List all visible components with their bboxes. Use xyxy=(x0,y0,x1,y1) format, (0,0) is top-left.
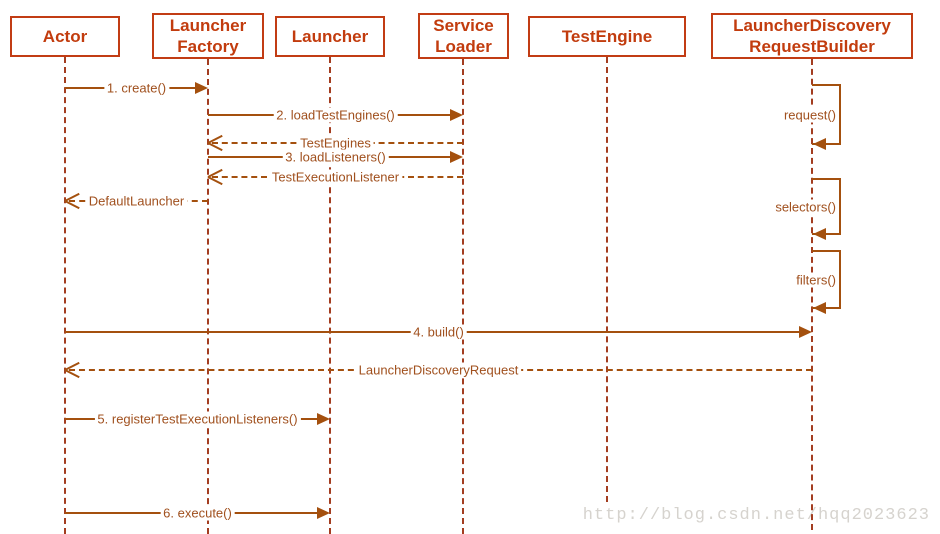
participant-label: Loader xyxy=(435,37,492,56)
self-call-label-filters: filters() xyxy=(794,272,838,287)
reply-testexecutionlistener-arrowhead xyxy=(207,168,224,186)
participant-label: Factory xyxy=(177,37,239,56)
self-call-bracket-filters xyxy=(812,250,841,309)
self-call-arrowhead-filters xyxy=(813,302,826,314)
lifeline-actor xyxy=(64,57,66,534)
lifeline-test-engine xyxy=(606,57,608,502)
reply-testengines-arrowhead xyxy=(207,134,224,152)
participant-label: Launcher xyxy=(291,27,369,46)
message-2-loadtestengines-label: 2. loadTestEngines() xyxy=(273,107,398,123)
self-call-label-request: request() xyxy=(781,107,838,122)
participant-box-actor: Actor xyxy=(10,16,120,57)
message-6-execute-arrowhead xyxy=(317,507,330,519)
reply-testengines-label: TestEngines xyxy=(297,135,374,151)
participant-label: LauncherDiscovery xyxy=(733,16,891,35)
message-2-loadtestengines-arrowhead xyxy=(450,109,463,121)
self-call-bracket-request xyxy=(812,84,841,145)
participant-label: Service xyxy=(433,16,494,35)
participant-label: TestEngine xyxy=(561,27,653,46)
message-3-loadlisteners-arrowhead xyxy=(450,151,463,163)
message-1-create-arrowhead xyxy=(195,82,208,94)
message-4-build-arrowhead xyxy=(799,326,812,338)
message-6-execute-label: 6. execute() xyxy=(160,505,235,521)
message-5-registertestexecutionlisteners-label: 5. registerTestExecutionListeners() xyxy=(94,411,301,427)
reply-testexecutionlistener-label: TestExecutionListener xyxy=(268,169,403,185)
message-5-registertestexecutionlisteners-arrowhead xyxy=(317,413,330,425)
lifeline-launcher-discovery-request-builder xyxy=(811,59,813,530)
watermark-text: http://blog.csdn.net/hqq2023623 xyxy=(582,506,930,525)
message-3-loadlisteners-label: 3. loadListeners() xyxy=(282,149,389,165)
reply-launcherdiscoveryrequest-arrowhead xyxy=(64,361,81,379)
message-1-create-label: 1. create() xyxy=(103,80,170,96)
self-call-arrowhead-selectors xyxy=(813,228,826,240)
participant-box-test-engine: TestEngine xyxy=(528,16,686,57)
reply-launcherdiscoveryrequest-label: LauncherDiscoveryRequest xyxy=(355,362,522,378)
lifeline-service-loader xyxy=(462,59,464,534)
self-call-bracket-selectors xyxy=(812,178,841,235)
reply-defaultlauncher-arrowhead xyxy=(64,192,81,210)
message-4-build-label: 4. build() xyxy=(410,324,467,340)
participant-box-launcher: Launcher xyxy=(275,16,385,57)
self-call-label-selectors: selectors() xyxy=(773,199,838,214)
self-call-arrowhead-request xyxy=(813,138,826,150)
reply-defaultlauncher-label: DefaultLauncher xyxy=(85,193,188,209)
participant-label: RequestBuilder xyxy=(749,37,875,56)
lifeline-launcher xyxy=(329,57,331,534)
lifeline-launcher-factory xyxy=(207,59,209,534)
participant-label: Actor xyxy=(42,27,88,46)
participant-label: Launcher xyxy=(169,16,247,35)
